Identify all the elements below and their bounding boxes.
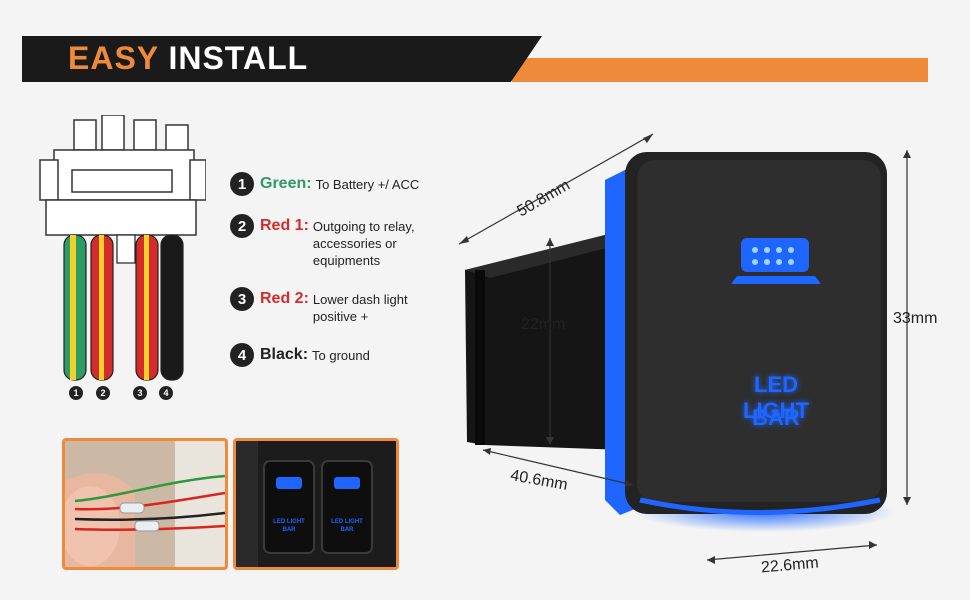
switch-art	[458, 133, 911, 564]
wiring-photo-art	[65, 441, 225, 567]
dimension-body-height: 22mm	[521, 316, 566, 333]
switch-dimension-diagram: 50.8mm 22mm 40.6mm 33mm 22.6mm LED LIGHT…	[455, 120, 970, 600]
wire-black	[160, 234, 184, 381]
wire-name: Black:	[260, 346, 309, 363]
wire-description: To Battery +/ ACC	[315, 177, 420, 192]
wiring-photo	[62, 438, 228, 570]
legend-row-green: 1 Green: To Battery +/ ACC	[230, 172, 460, 196]
title-word-install: INSTALL	[168, 40, 309, 76]
legend-row-black: 4 Black: To ground	[230, 343, 460, 367]
wire-description: To ground	[312, 348, 370, 363]
banner-dark-block	[22, 36, 542, 82]
number-badge: 2	[230, 214, 254, 238]
wire-description: Outgoing to relay, accessories or equipm…	[312, 219, 415, 268]
wire-description: Lower dash light positive +	[312, 292, 408, 324]
wire-number-2: 2	[100, 388, 105, 398]
wire-number-3: 3	[137, 388, 142, 398]
switch-label-left-line1: LED LIGHT	[273, 519, 305, 525]
legend-row-red-1: 2 Red 1: Outgoing to relay, accessories …	[230, 214, 460, 269]
title-word-easy: EASY	[68, 40, 159, 76]
connector-illustration: 1 2 3 4	[39, 115, 206, 400]
number-badge: 4	[230, 343, 254, 367]
dimension-face-height: 33mm	[893, 310, 938, 327]
header-banner: EASY INSTALL	[22, 36, 932, 82]
wire-name: Green:	[260, 175, 312, 192]
wire-name: Red 1:	[260, 217, 309, 234]
page-title: EASY INSTALL	[68, 40, 308, 77]
switch-label-line1: LED LIGHT	[743, 372, 809, 423]
number-badge: 3	[230, 287, 254, 311]
installed-switches-art: LED LIGHT BAR LED LIGHT BAR	[236, 441, 396, 567]
switch-label-right-line1: LED LIGHT	[331, 519, 363, 525]
wiring-legend: 1 Green: To Battery +/ ACC 2 Red 1: Outg…	[230, 172, 460, 385]
wire-name: Red 2:	[260, 290, 309, 307]
wire-number-1: 1	[73, 388, 78, 398]
legend-row-red-2: 3 Red 2: Lower dash light positive +	[230, 287, 460, 325]
switch-label-left-line2: BAR	[283, 527, 297, 533]
wire-number-4: 4	[163, 388, 168, 398]
banner-orange-stripe	[512, 58, 928, 82]
switch-label-line2: BAR	[752, 405, 800, 430]
number-badge: 1	[230, 172, 254, 196]
switch-label-right-line2: BAR	[341, 527, 355, 533]
installed-switches-photo: LED LIGHT BAR LED LIGHT BAR	[233, 438, 399, 570]
